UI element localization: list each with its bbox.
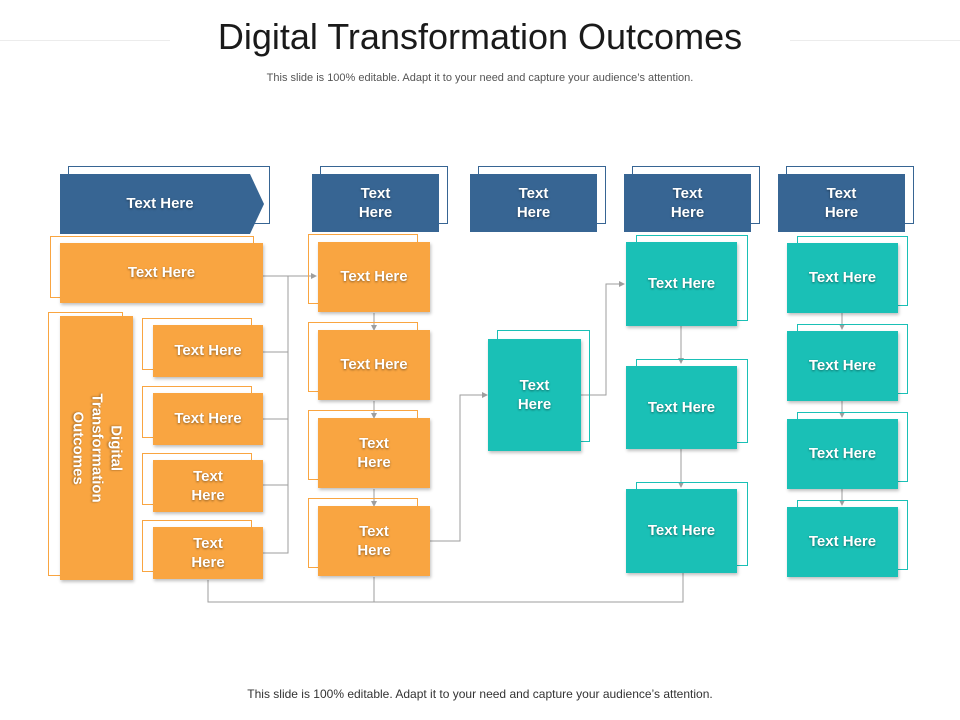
connector-to-col4	[581, 281, 625, 396]
header-2: Text Here	[312, 174, 439, 232]
col4-item-1: Text Here	[626, 242, 737, 326]
title-rule-right	[790, 40, 960, 41]
col2-item-4: Text Here	[318, 506, 430, 576]
col1-item-3: Text Here	[153, 460, 263, 512]
col2-item-3: Text Here	[318, 418, 430, 488]
col4-item-2: Text Here	[626, 366, 737, 449]
header-5: Text Here	[778, 174, 905, 232]
header-1-arrow	[60, 174, 264, 234]
page-footer: This slide is 100% editable. Adapt it to…	[247, 687, 713, 701]
connector-bracket-col1	[263, 275, 289, 554]
header-1: Text Here	[126, 195, 194, 213]
col5-item-2: Text Here	[787, 331, 898, 401]
col2-item-1: Text Here	[318, 242, 430, 312]
col5-item-3: Text Here	[787, 419, 898, 489]
col1-side-label: Digital Transformation Outcomes	[70, 393, 125, 503]
header-3: Text Here	[470, 174, 597, 232]
col1-item-1: Text Here	[153, 325, 263, 377]
header-4: Text Here	[624, 174, 751, 232]
connector-bottom	[207, 573, 684, 603]
col4-item-3: Text Here	[626, 489, 737, 573]
col5-item-1: Text Here	[787, 243, 898, 313]
page-title: Digital Transformation Outcomes	[217, 16, 743, 57]
col1-item-4: Text Here	[153, 527, 263, 579]
connector-to-col3	[430, 392, 488, 542]
col1-side-box: Digital Transformation Outcomes	[60, 316, 133, 580]
title-rule-left	[0, 40, 170, 41]
page-subtitle: This slide is 100% editable. Adapt it to…	[266, 72, 694, 84]
col1-top-box: Text Here	[60, 243, 263, 303]
col1-item-2: Text Here	[153, 393, 263, 445]
col3-center: Text Here	[488, 339, 581, 451]
col5-item-4: Text Here	[787, 507, 898, 577]
col2-item-2: Text Here	[318, 330, 430, 400]
